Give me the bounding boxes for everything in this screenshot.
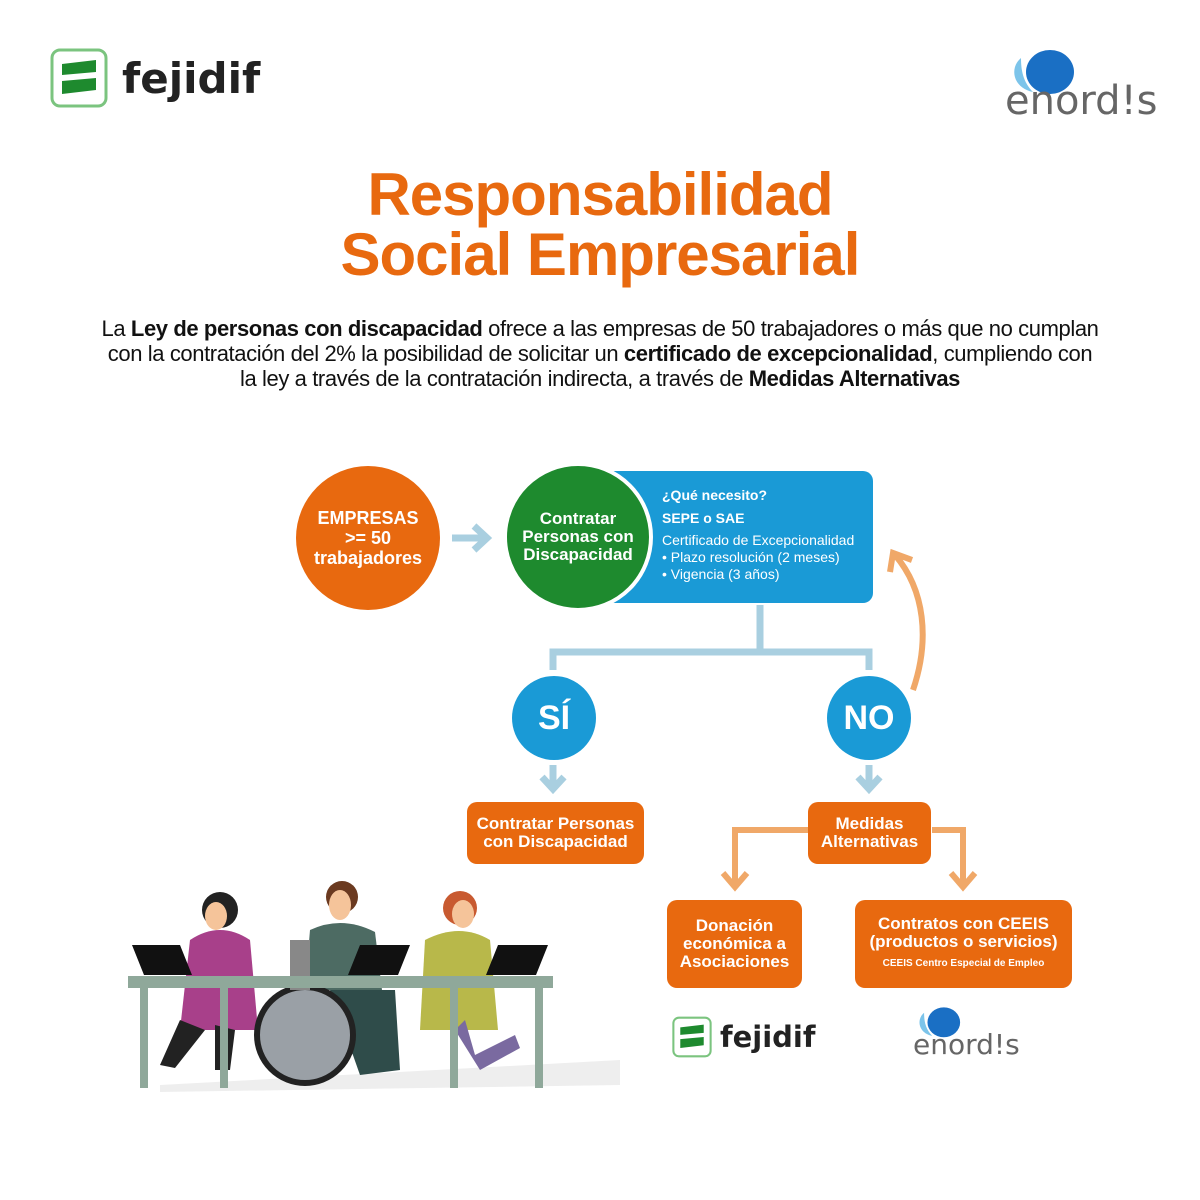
si-result-box: Contratar Personas con Discapacidad — [467, 802, 644, 864]
si-circle: SÍ — [512, 676, 596, 760]
branch-lines — [549, 605, 873, 670]
arrow-medidas-right — [932, 827, 978, 892]
arrow-empresas-contratar — [452, 523, 493, 553]
fejidif-mark-icon — [50, 48, 108, 108]
fejidif-logo: fejidif — [50, 48, 260, 108]
donacion-l2: económica a — [683, 934, 786, 953]
info-cert: Certificado de Excepcionalidad — [662, 532, 855, 548]
title-line-1: Responsabilidad — [367, 161, 833, 228]
desk — [128, 976, 553, 988]
enordis-mark-icon — [919, 1007, 961, 1038]
arrow-no-back — [887, 548, 926, 691]
donacion-l1: Donación — [695, 916, 774, 935]
page-title: Responsabilidad Social Empresarial — [0, 165, 1200, 285]
enordis-logo: enord!s — [1005, 48, 1158, 128]
donacion-l3: Asociaciones — [679, 952, 790, 971]
laptop-icon — [486, 945, 548, 975]
intro-bold: Medidas Alternativas — [748, 366, 961, 391]
fejidif-text: fejidif — [720, 1020, 816, 1054]
enordis-mark-icon — [1014, 50, 1074, 94]
fejidif-logo-bottom: fejidif — [672, 1016, 815, 1058]
laptop-icon — [132, 945, 192, 975]
fejidif-text: fejidif — [122, 53, 261, 103]
empresas-circle: EMPRESAS >= 50 trabajadores — [296, 466, 440, 610]
fejidif-mark-icon — [672, 1016, 712, 1058]
medidas-l2: Alternativas — [820, 832, 919, 851]
contratar-l2: Personas con — [522, 527, 634, 546]
info-bullet: • Vigencia (3 años) — [662, 566, 780, 582]
empresas-l1: EMPRESAS — [317, 508, 419, 528]
si-result-l1: Contratar Personas — [476, 814, 635, 833]
arrow-si-down — [539, 765, 567, 795]
contratar-l1: Contratar — [539, 509, 617, 528]
medidas-l1: Medidas — [835, 814, 904, 833]
arrow-medidas-left — [720, 827, 808, 892]
intro-text: , cumpliendo con la ley a través de la c… — [239, 341, 1093, 391]
donacion-box: Donación económica a Asociaciones — [667, 900, 802, 988]
laptop-icon — [348, 945, 410, 975]
info-org: SEPE o SAE — [662, 510, 745, 526]
arrow-no-down — [855, 765, 883, 795]
info-question: ¿Qué necesito? — [662, 487, 768, 503]
si-result-l2: con Discapacidad — [483, 832, 628, 851]
contratar-circle: Contratar Personas con Discapacidad — [503, 462, 653, 612]
contratos-note: CEEIS Centro Especial de Empleo — [882, 958, 1045, 969]
enordis-text: enord!s — [913, 1028, 1020, 1061]
people-at-desk-illustration — [128, 881, 620, 1092]
title-line-2: Social Empresarial — [340, 221, 861, 288]
contratos-box: Contratos con CEEIS (productos o servici… — [855, 900, 1072, 988]
empresas-l2: >= 50 — [344, 528, 392, 548]
enordis-text: enord!s — [1005, 78, 1158, 124]
intro-paragraph: La Ley de personas con discapacidad ofre… — [100, 316, 1100, 391]
intro-text: La — [101, 316, 131, 341]
intro-bold: Ley de personas con discapacidad — [130, 316, 483, 341]
empresas-l3: trabajadores — [313, 548, 423, 568]
no-circle: NO — [827, 676, 911, 760]
contratar-l3: Discapacidad — [523, 545, 633, 564]
enordis-logo-bottom: enord!s — [913, 1006, 1023, 1066]
info-bullet: • Plazo resolución (2 meses) — [662, 549, 840, 565]
contratos-l1: Contratos con CEEIS — [878, 914, 1049, 933]
contratos-l2: (productos o servicios) — [869, 932, 1058, 951]
intro-bold: certificado de excepcionalidad — [623, 341, 933, 366]
intro-text: ofrece a las empresas de 50 trabajadores… — [107, 316, 1099, 366]
medidas-box: Medidas Alternativas — [808, 802, 931, 864]
